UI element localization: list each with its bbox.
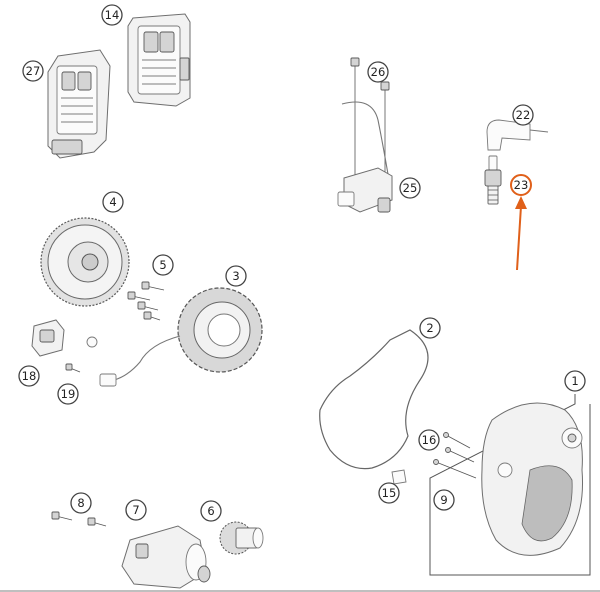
spark-plug-cap-22: [486, 119, 549, 151]
callout-8: 8: [70, 492, 92, 514]
callout-1: 1: [564, 370, 586, 392]
ignition-cover-frame: [429, 394, 591, 576]
svg-text:14: 14: [105, 8, 120, 22]
svg-text:23: 23: [514, 178, 529, 192]
stator-3: [99, 287, 263, 387]
starter-motor-7: [121, 525, 211, 589]
svg-text:1: 1: [571, 374, 578, 388]
callout-14: 14: [101, 4, 123, 26]
callout-2: 2: [419, 317, 441, 339]
svg-text:7: 7: [132, 503, 139, 517]
callout-26: 26: [367, 61, 389, 83]
spark-plug-23: [484, 155, 502, 205]
svg-text:26: 26: [371, 65, 386, 79]
svg-text:4: 4: [109, 195, 116, 209]
clamp-15: [391, 469, 407, 485]
svg-text:5: 5: [159, 258, 166, 272]
pulse-generator-18: [31, 319, 98, 357]
flywheel-4: [40, 217, 130, 307]
svg-text:27: 27: [26, 64, 41, 78]
callout-5: 5: [152, 254, 174, 276]
callout-22: 22: [512, 104, 534, 126]
highlight-arrow: [515, 196, 527, 271]
svg-text:3: 3: [232, 269, 239, 283]
bolts-8: [51, 511, 107, 527]
bolts-19: [65, 363, 81, 373]
control-unit-27: [47, 49, 111, 159]
svg-text:15: 15: [382, 486, 397, 500]
callout-6: 6: [200, 500, 222, 522]
svg-text:2: 2: [426, 321, 433, 335]
callout-18: 18: [18, 365, 40, 387]
svg-text:6: 6: [207, 504, 214, 518]
svg-text:16: 16: [422, 433, 437, 447]
callout-16: 16: [418, 429, 440, 451]
callout-19: 19: [57, 383, 79, 405]
callout-7: 7: [125, 499, 147, 521]
svg-text:18: 18: [22, 369, 37, 383]
svg-text:25: 25: [403, 181, 418, 195]
callout-27: 27: [22, 60, 44, 82]
screws-5: [127, 281, 165, 321]
bolts-16: [443, 432, 475, 463]
bolt-9: [433, 459, 477, 479]
svg-text:9: 9: [440, 493, 447, 507]
callout-25: 25: [399, 177, 421, 199]
ignition-cover-1: [481, 402, 583, 556]
callout-4: 4: [102, 191, 124, 213]
gasket-2: [319, 329, 429, 470]
svg-text:22: 22: [516, 108, 531, 122]
callout-15: 15: [378, 482, 400, 504]
callout-23-highlighted: 23: [510, 174, 532, 196]
svg-text:19: 19: [61, 387, 76, 401]
ignition-coil-25: [337, 57, 393, 213]
callout-9: 9: [433, 489, 455, 511]
starter-gear-6: [219, 521, 264, 555]
control-unit-14: [127, 13, 191, 107]
svg-text:8: 8: [77, 496, 84, 510]
callout-3: 3: [225, 265, 247, 287]
